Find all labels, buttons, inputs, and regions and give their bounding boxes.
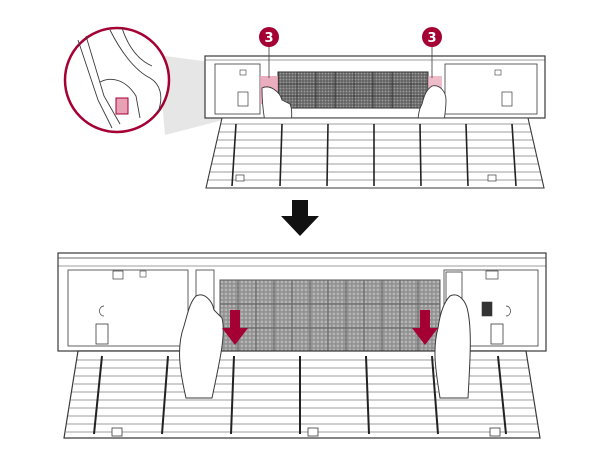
zoom-detail-circle <box>63 26 171 134</box>
hand-icon <box>179 294 224 399</box>
step-badge-right: 3 <box>422 27 442 78</box>
step-number: 3 <box>427 31 436 46</box>
step-number: 3 <box>264 31 273 46</box>
bottom-illustration <box>57 252 547 439</box>
push-down-arrow-icon <box>412 310 438 345</box>
step-badge-left: 3 <box>259 27 279 78</box>
down-arrow-icon <box>281 200 319 236</box>
hand-icon <box>434 294 471 399</box>
push-down-arrow-icon <box>222 310 248 345</box>
front-panel-open-top <box>205 117 545 189</box>
top-illustration: 3 3 <box>63 26 546 189</box>
air-filter-top <box>277 71 429 109</box>
air-filter-bottom <box>219 279 441 358</box>
filter-hook-detail <box>115 97 129 115</box>
